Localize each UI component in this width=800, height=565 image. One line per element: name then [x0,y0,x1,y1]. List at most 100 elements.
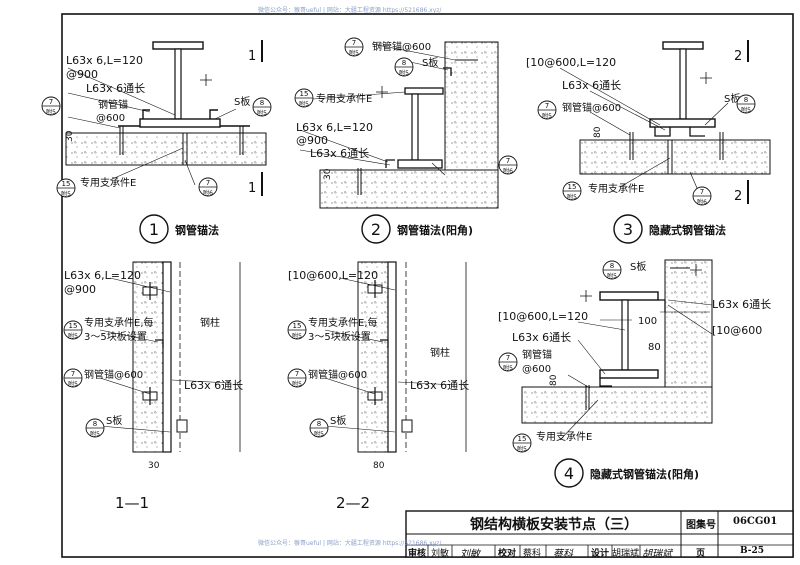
detail-title-4: 隐藏式钢管锚法(阳角) [590,467,699,481]
wall-panel-vertical [664,259,713,388]
svg-text:附5: 附5 [90,430,100,438]
ref-bubble-15-s11: 15 附5 [63,320,83,340]
svg-text:7: 7 [352,39,356,47]
checker-signature: 蔡科 [553,549,573,560]
ref-bubble-8-d2: 8 附5 [394,57,414,77]
design-label: 设计 [591,549,610,559]
reviewer-signature: 刘敏 [460,549,480,560]
bracket-3: 专用支承件E [588,182,644,195]
title-block [405,510,794,558]
svg-text:附6: 附6 [203,189,213,197]
ref-bubble-7-d4: 7 附5 [498,352,518,372]
bracket-11-line2: 3～5块板设置 [84,330,147,343]
wall-panel-vertical [444,41,499,171]
review-label: 审核 [408,549,427,559]
ref-bubble-8-d4: 8 附5 [602,260,622,280]
pipe-anchor-11: 钢管锚@600 [84,368,143,381]
angle-spacing-2: @900 [296,134,328,147]
ref-bubble-15-d1: 15 附5 [56,178,76,198]
svg-text:15: 15 [300,90,309,98]
channel-right-4: [10@600 [712,324,762,337]
s-plate-22: S板 [330,414,346,427]
svg-text:8: 8 [93,420,97,428]
steel-column-web [679,48,687,120]
pipe-anchor-3: 钢管锚@600 [562,101,621,114]
steel-column-web [174,48,182,120]
ref-bubble-7-s11: 7 附5 [63,368,83,388]
svg-text:15: 15 [293,322,302,330]
wall-panel-horizontal [521,386,713,424]
section-mark-1-bottom: 1 [248,181,256,196]
section-mark-1-top: 1 [248,49,256,64]
ref-bubble-7-d3: 7 附5 [537,100,557,120]
svg-text:附5: 附5 [68,380,78,388]
section-mark-2-top: 2 [734,49,742,64]
angle-long-3: L63x 6通长 [562,79,621,92]
svg-text:附5: 附5 [61,190,71,198]
svg-text:8: 8 [744,96,748,104]
svg-text:15: 15 [62,180,71,188]
wall-panel-horizontal [319,169,499,209]
ref-bubble-7-d2: 7 附5 [344,37,364,57]
detail-number-circle-2 [361,214,391,244]
ref-bubble-7b-d1: 7 附6 [198,177,218,197]
ref-bubble-15-d2: 15 附5 [294,88,314,108]
svg-text:附5: 附5 [68,332,78,340]
svg-text:8: 8 [610,262,614,270]
detail-3: 2 2 80 [10@600,L=120 L63x 6通长 钢管锚@600 S板… [526,40,771,244]
svg-text:7: 7 [545,102,549,110]
angle-long-4a: L63x 6通长 [512,331,571,344]
page-number: B-25 [740,546,765,556]
check-label: 校对 [498,549,517,559]
svg-text:附5: 附5 [567,193,577,201]
steel-column-flange [662,41,704,50]
column-label-22: 钢柱 [430,346,450,359]
s-plate-4: S板 [630,260,646,273]
pipe-anchor-spacing-1: @600 [96,113,125,124]
angle-label-11: L63x 6,L=120 [64,269,141,282]
s-plate-1: S板 [234,95,250,108]
section-2-2: 80 [10@600,L=120 专用支承件E,每 3～5块板设置 钢柱 钢管锚… [287,261,469,512]
steel-column-flange [599,291,659,301]
angle-long-1: L63x 6通长 [86,82,145,95]
svg-text:附5: 附5 [292,380,302,388]
steel-column-web [621,299,629,371]
angle-spacing-11: @900 [64,283,96,296]
svg-text:7: 7 [700,188,704,196]
svg-text:8: 8 [402,59,406,67]
bracket-4: 专用支承件E [536,430,592,443]
svg-text:附5: 附5 [542,112,552,120]
svg-text:附6: 附6 [503,167,513,175]
detail-2: 30 钢管锚@600 S板 专用支承件E L63x 6,L=120 @900 L… [294,37,518,244]
ref-bubble-8-s11: 8 附5 [85,418,105,438]
bracket-22-line2: 3～5块板设置 [308,330,371,343]
ref-bubble-15-d4: 15 附5 [512,433,532,453]
angle-long-4b: L63x 6通长 [712,298,771,311]
steel-column-flange-bottom [649,118,716,128]
detail-title-1: 钢管锚法 [175,223,219,237]
bracket-2: 专用支承件E [316,92,372,105]
s-plate-3: S板 [724,92,740,105]
section-1-1: 30 L63x 6,L=120 @900 专用支承件E,每 3～5块板设置 钢柱… [63,261,243,512]
detail-number-2: 2 [371,220,381,239]
detail-number-3: 3 [623,220,633,239]
svg-text:7: 7 [295,370,299,378]
detail-number-1: 1 [149,220,159,239]
detail-4: 100 80 80 S板 [10@600,L=120 L63x 6通长 L63x… [498,259,771,488]
angle-long-11: L63x 6通长 [184,379,243,392]
steel-column-flange [152,41,204,50]
steel-column-flange [404,87,444,95]
svg-text:15: 15 [69,322,78,330]
s-plate-2: S板 [422,56,438,69]
svg-text:附5: 附5 [503,364,513,372]
ref-bubble-7-d1: 7 附5 [41,96,61,116]
designer-signature: 胡瑞斌 [642,549,672,560]
gap-dim-2: 30 [323,168,333,180]
atlas-number: 06CG01 [733,516,778,527]
detail-number-circle-3 [613,214,643,244]
page-label: 页 [696,549,706,559]
gap-dim-22: 80 [373,461,385,471]
ref-bubble-7b-d2: 7 附6 [498,155,518,175]
svg-text:附5: 附5 [399,69,409,77]
svg-text:15: 15 [568,183,577,191]
